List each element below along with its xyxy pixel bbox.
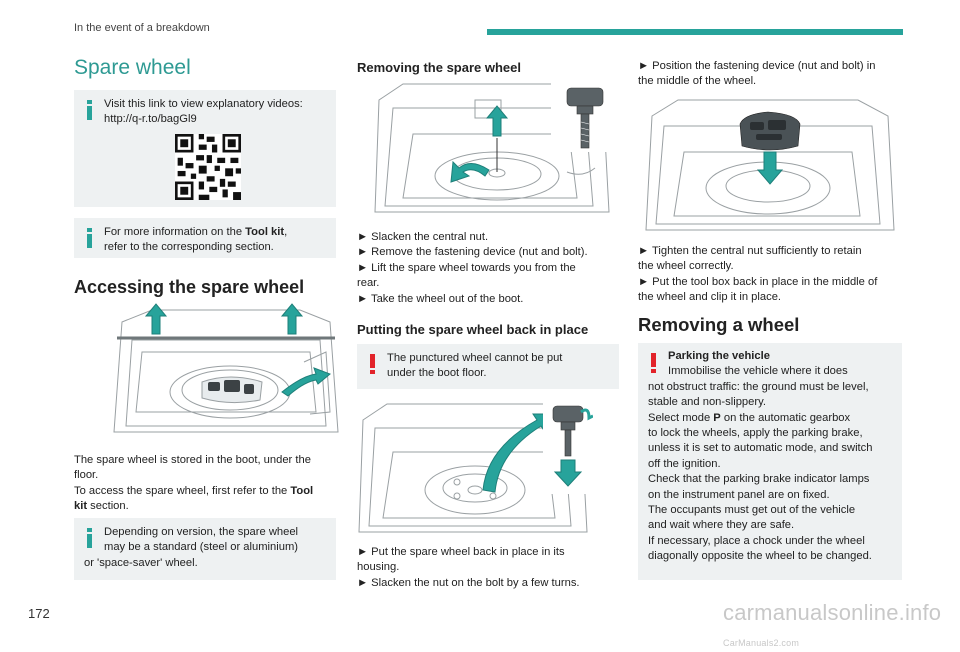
page-title: Spare wheel [74,56,191,79]
section-heading-accessing: Accessing the spare wheel [74,277,305,297]
toolkit-ref: Tool [290,484,314,497]
boot-illustration-remove [373,78,617,218]
info-icon [87,100,92,120]
section-heading-putting-back: Putting the spare wheel back in place [357,322,589,337]
page-number: 172 [28,606,50,621]
warning-title: Parking the vehicle [668,350,770,362]
note-text: Visit this link to view explanatory vide… [104,98,303,110]
warning-note-parking: Parking the vehicle Immobilise the vehic… [638,343,902,580]
info-icon [87,528,92,548]
section-heading-removing-wheel: Removing a wheel [638,314,800,335]
position-step: ► Position the fastening device (nut and… [638,60,876,88]
boot-illustration-access [112,302,340,442]
remove-steps: ► Slacken the central nut. ► Remove the … [357,231,588,305]
info-icon [87,228,92,248]
section-heading-removing-spare: Removing the spare wheel [357,60,521,75]
tighten-steps: ► Tighten the central nut sufficiently t… [638,245,878,304]
video-link[interactable]: http://q-r.to/bagGl9 [104,113,197,126]
running-header: In the event of a breakdown [74,22,210,34]
watermark: carmanualsonline.info CarManuals2.com [723,600,942,648]
qr-code-icon[interactable] [175,134,241,200]
toolkit-ref: Tool kit [245,226,285,238]
warning-icon [370,354,375,374]
info-note-videos: Visit this link to view explanatory vide… [74,90,336,207]
info-note-toolkit: For more information on the Tool kit, re… [74,218,336,258]
header-accent-bar [487,29,903,35]
info-note-version: Depending on version, the spare wheel ma… [74,518,336,580]
putback-steps: ► Put the spare wheel back in place in i… [357,546,580,589]
boot-illustration-putback [357,398,593,536]
access-paragraph: The spare wheel is stored in the boot, u… [74,454,314,513]
warning-icon [651,353,656,373]
warning-note-punctured: The punctured wheel cannot be put under … [357,344,619,389]
boot-illustration-position [644,96,896,234]
